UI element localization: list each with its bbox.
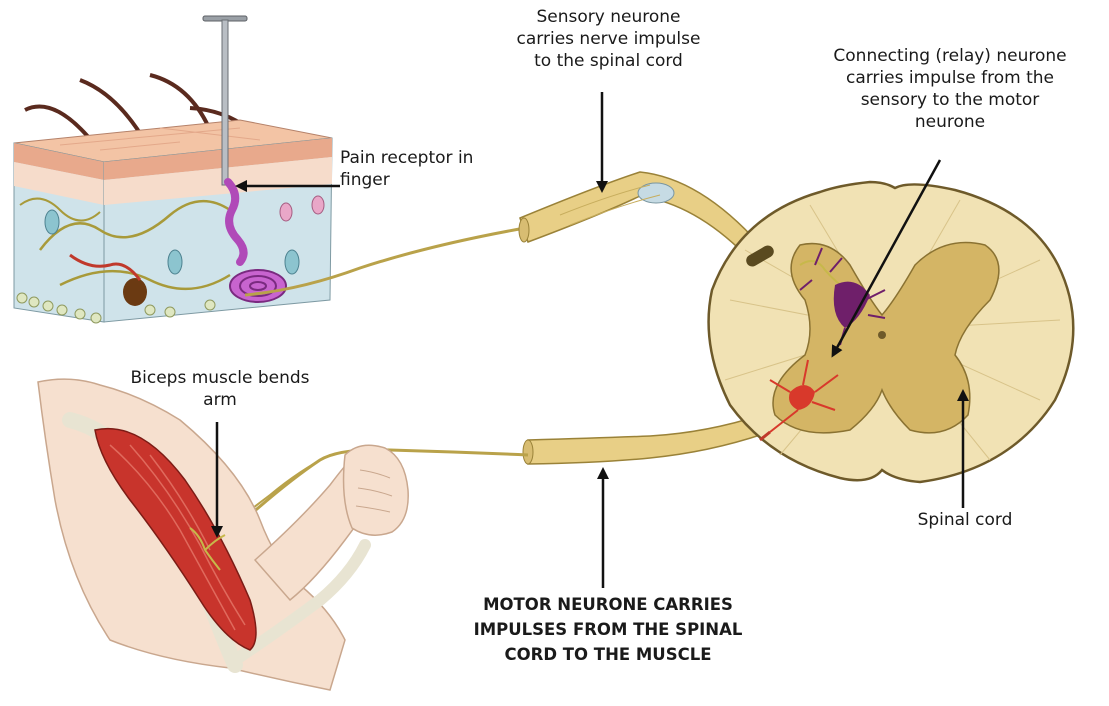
arm-illustration bbox=[38, 379, 408, 690]
spinal-cord-label: Spinal cord bbox=[895, 509, 1035, 531]
skin-cross-section bbox=[14, 16, 332, 323]
motor-neurone-label: MOTOR NEURONE CARRIES IMPULSES FROM THE … bbox=[443, 592, 773, 667]
sensory-neurone-label: Sensory neurone carries nerve impulse to… bbox=[496, 6, 721, 72]
biceps-label: Biceps muscle bends arm bbox=[100, 367, 340, 411]
pain-receptor-label: Pain receptor in finger bbox=[340, 147, 510, 191]
relay-neurone-label: Connecting (relay) neurone carries impul… bbox=[810, 45, 1090, 133]
spinal-cord bbox=[709, 182, 1074, 482]
